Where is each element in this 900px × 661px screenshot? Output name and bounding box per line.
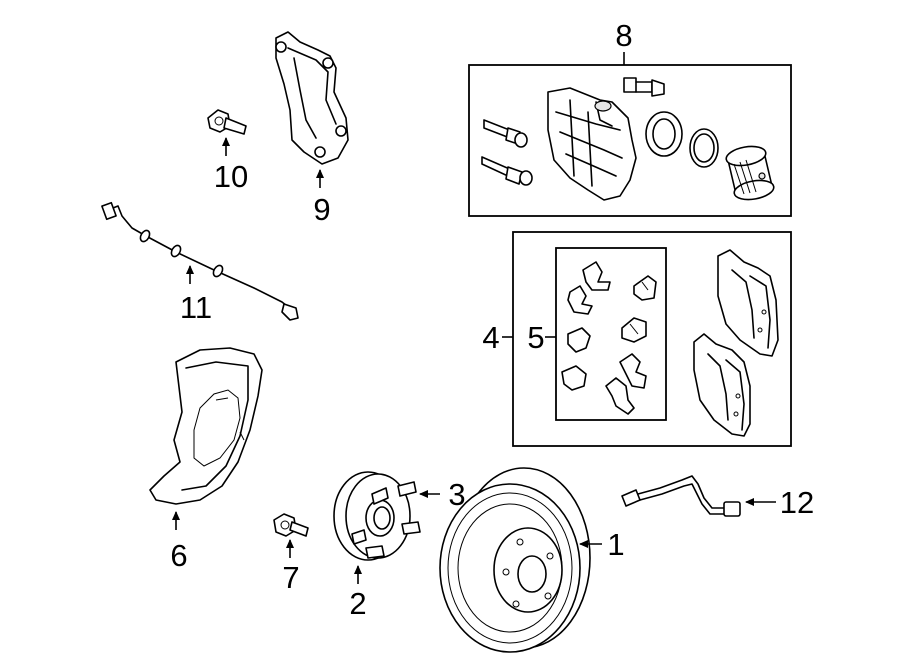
wear-sensor-group[interactable]: 12 <box>621 475 814 520</box>
brake-rotor[interactable] <box>439 467 591 653</box>
piston-seal[interactable] <box>645 111 683 157</box>
shield-bolt-group[interactable]: 7 <box>273 513 309 595</box>
clip-3[interactable] <box>633 275 657 301</box>
guide-pin-lower[interactable] <box>481 156 533 186</box>
clip-2[interactable] <box>567 285 593 315</box>
callout-12: 12 <box>780 485 814 520</box>
callout-2: 2 <box>349 586 366 621</box>
clip-1[interactable] <box>582 261 611 291</box>
callout-4: 4 <box>482 320 499 355</box>
callout-8: 8 <box>615 18 632 53</box>
callout-5: 5 <box>527 320 544 355</box>
wheel-studs[interactable] <box>351 481 421 559</box>
callout-10: 10 <box>214 159 248 194</box>
bleeder-screw[interactable] <box>623 77 665 97</box>
callout-6: 6 <box>170 538 187 573</box>
callout-1: 1 <box>607 527 624 562</box>
caliper-bracket[interactable] <box>275 31 349 165</box>
pad-kit-group[interactable]: 4 5 <box>482 231 792 447</box>
brake-pad-upper[interactable] <box>717 249 779 357</box>
shield-bolt[interactable] <box>273 513 309 537</box>
guide-pin-upper[interactable] <box>483 119 528 148</box>
caliper-bracket-group[interactable]: 9 <box>275 31 349 227</box>
bracket-bolt[interactable] <box>207 109 247 135</box>
caliper-housing[interactable] <box>547 87 637 201</box>
hub-group[interactable]: 3 2 <box>333 471 466 621</box>
abs-sensor-wire[interactable] <box>101 201 299 321</box>
caliper-kit-group[interactable]: 8 <box>468 18 792 217</box>
callout-9: 9 <box>313 192 330 227</box>
callout-7: 7 <box>282 560 299 595</box>
brake-wear-sensor[interactable] <box>621 475 741 517</box>
bracket-bolt-group[interactable]: 10 <box>207 109 248 194</box>
splash-shield[interactable] <box>149 347 263 505</box>
callout-3: 3 <box>448 477 465 512</box>
clip-5[interactable] <box>621 317 647 343</box>
splash-shield-group[interactable]: 6 <box>149 347 263 573</box>
pad-kit-box <box>512 231 792 447</box>
caliper-piston[interactable] <box>725 144 776 203</box>
dust-boot[interactable] <box>689 128 719 168</box>
clip-7[interactable] <box>561 365 587 391</box>
rotor-group[interactable]: 1 <box>439 467 625 653</box>
clip-4[interactable] <box>567 327 591 353</box>
hardware-kit-box <box>555 247 667 421</box>
clip-8[interactable] <box>605 377 635 415</box>
callout-11: 11 <box>180 290 212 325</box>
brake-pad-lower[interactable] <box>693 333 751 437</box>
caliper-kit-box <box>468 64 792 217</box>
abs-sensor-group[interactable]: 11 <box>101 201 299 325</box>
clip-6[interactable] <box>619 353 647 389</box>
